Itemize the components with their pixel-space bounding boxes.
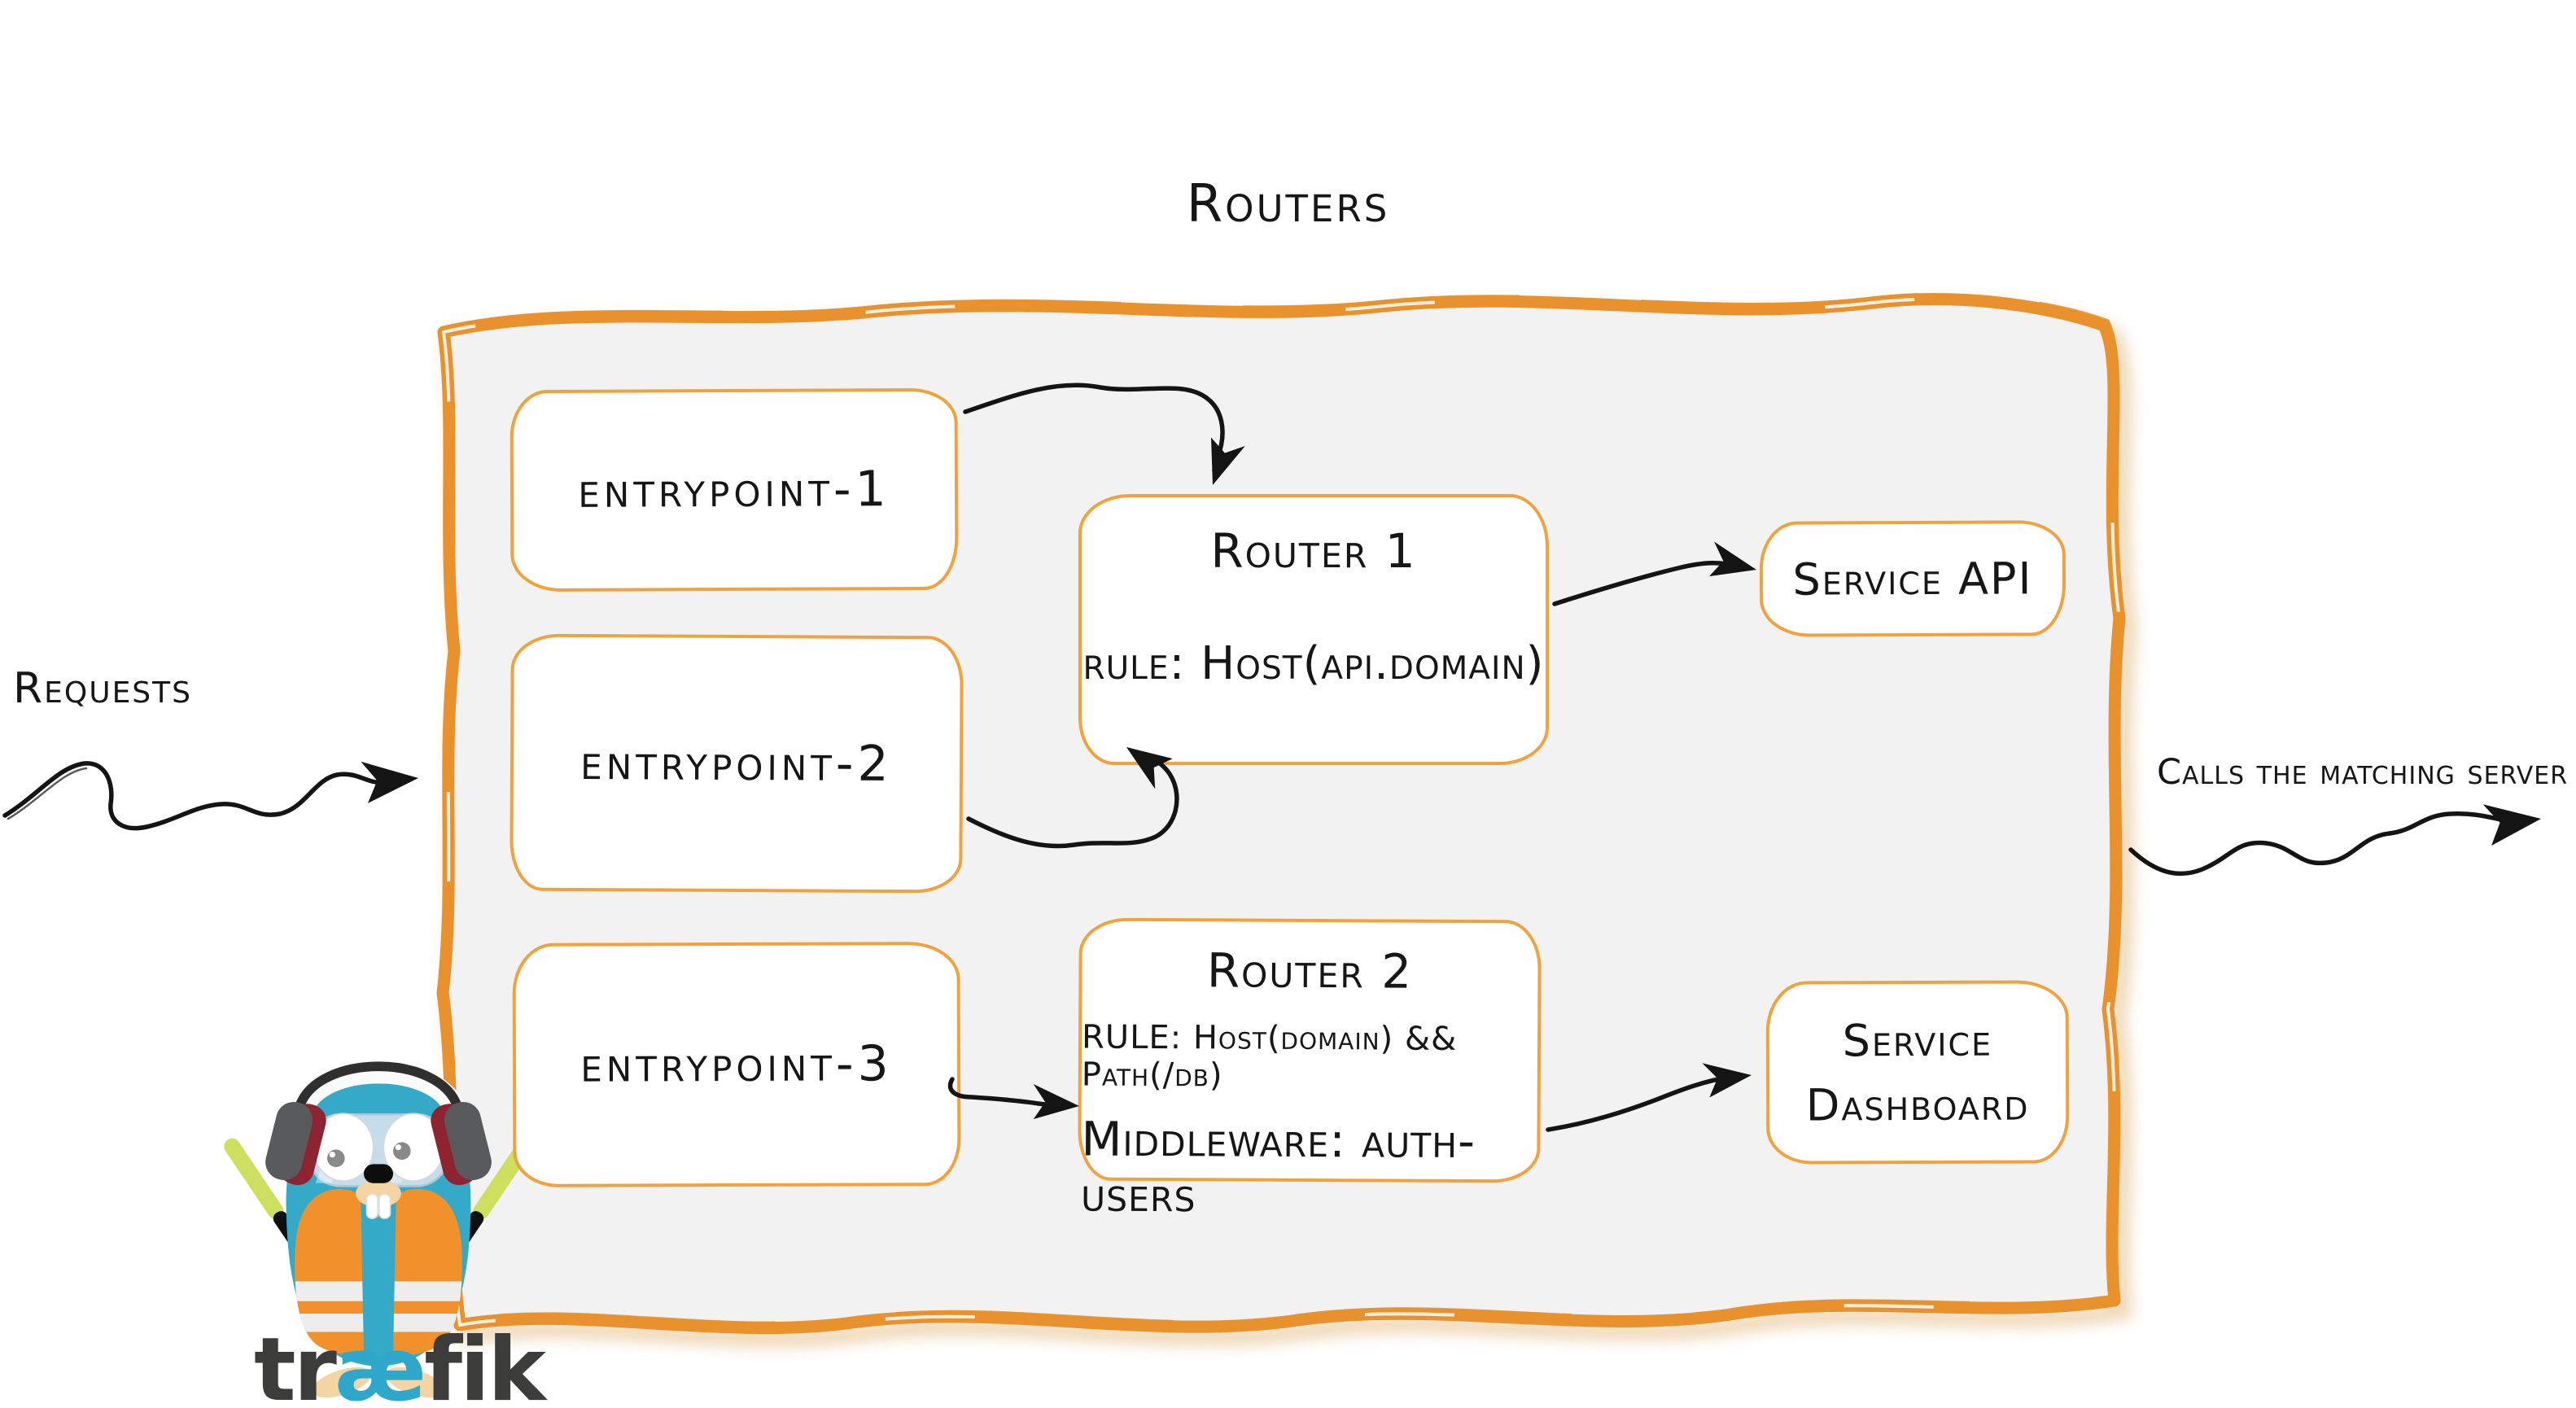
router-2-middleware: Middleware: auth-users: [1080, 1111, 1476, 1223]
entrypoint-1-box: entrypoint-1: [510, 387, 959, 592]
requests-arrow: [2, 761, 387, 831]
arrowhead: [361, 761, 418, 803]
service-api-box: Service API: [1759, 520, 2066, 637]
goggles: [307, 1113, 450, 1187]
entrypoint-3-box: entrypoint-3: [512, 942, 961, 1187]
wordmark-post: fik: [424, 1319, 546, 1408]
router-1-rule: rule: Host(api.domain): [1082, 637, 1545, 690]
wordmark-ae: æ: [334, 1319, 426, 1408]
entrypoint-1-label: entrypoint-1: [578, 461, 890, 519]
router-1-name: Router 1: [1210, 523, 1417, 579]
router-2-name: Router 2: [1206, 942, 1414, 999]
output-label: Calls the matching server: [2157, 752, 2569, 793]
arrow-router1-serviceapi: [1552, 560, 1739, 606]
entrypoint-2-box: entrypoint-2: [510, 633, 964, 894]
service-api-label: Service API: [1792, 552, 2033, 606]
arrow-router2-servicedashboard: [1546, 1075, 1730, 1132]
wordmark-pre: tr: [254, 1319, 337, 1408]
service-dashboard-line1: Service: [1842, 1014, 1993, 1066]
arrow-ep2-router1: [966, 753, 1179, 849]
arrowhead: [1210, 437, 1245, 485]
arrowhead: [1033, 1084, 1079, 1120]
arrow-ep3-router2: [947, 1077, 1065, 1108]
requests-label: Requests: [13, 664, 193, 713]
service-dashboard-box: Service Dashboard: [1765, 980, 2070, 1165]
muzzle: [356, 1164, 401, 1219]
service-dashboard-line2: Dashboard: [1805, 1078, 2030, 1130]
output-arrow: [2128, 811, 2516, 877]
left-baton: [224, 1138, 317, 1267]
router-2-box: Router 2 RULE: Host(domain) && Path(/db)…: [1078, 917, 1542, 1222]
headphones: [265, 1061, 492, 1186]
arrowhead: [2482, 804, 2541, 846]
arrowhead: [1702, 1063, 1752, 1098]
traefik-wordmark: træfik: [254, 1327, 546, 1408]
arrowhead: [1709, 541, 1756, 577]
diagram-title: Routers: [1186, 174, 1390, 234]
arrow-ep1-router1: [963, 383, 1225, 473]
entrypoint-2-label: entrypoint-2: [580, 733, 893, 794]
router-2-rule: RULE: Host(domain) && Path(/db): [1081, 1018, 1458, 1095]
router-1-box: Router 1 rule: Host(api.domain): [1078, 494, 1549, 765]
eyes: [313, 1113, 445, 1183]
entrypoint-3-label: entrypoint-3: [580, 1035, 893, 1094]
